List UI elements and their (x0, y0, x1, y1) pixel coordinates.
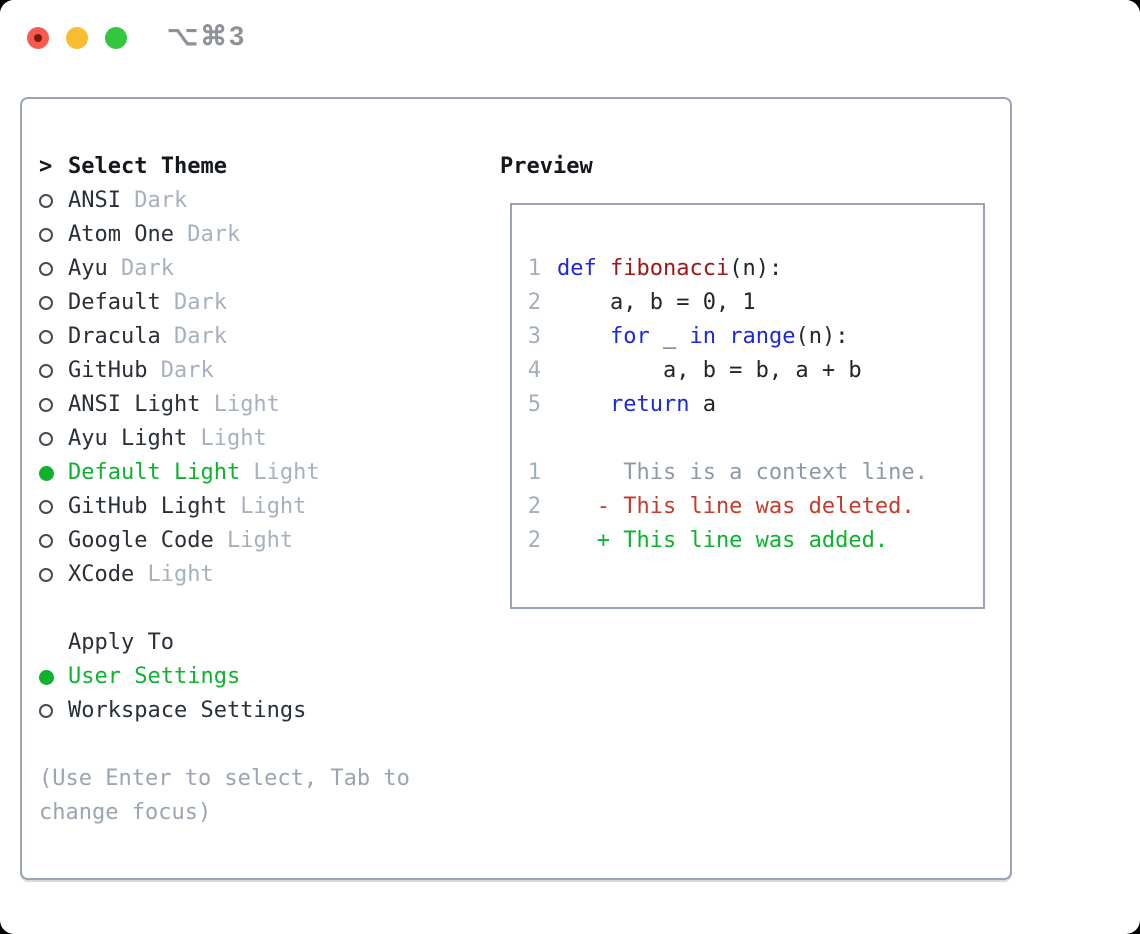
theme-option[interactable]: ANSI Dark (39, 184, 489, 218)
radio-icon (39, 465, 68, 481)
theme-option[interactable]: GitHub Dark (39, 354, 489, 388)
radio-icon (39, 228, 68, 242)
theme-variant: Light (134, 562, 214, 587)
theme-option[interactable]: Google Code Light (39, 524, 489, 558)
theme-option[interactable]: Default Dark (39, 286, 489, 320)
diff-line-added: 2 + This line was added. (512, 524, 983, 558)
theme-name: XCode (68, 562, 135, 587)
window-titlebar: ⌥⌘3 (0, 0, 1140, 76)
theme-variant: Light (200, 392, 280, 417)
apply-option-label: User Settings (68, 664, 241, 689)
theme-option[interactable]: Default Light Light (39, 456, 489, 490)
theme-option[interactable]: Atom One Dark (39, 218, 489, 252)
cursor-icon: > (39, 154, 53, 179)
spacer (39, 728, 489, 762)
preview-header: Preview (500, 150, 593, 184)
preview-title: Preview (500, 154, 593, 179)
theme-variant: Dark (160, 324, 227, 349)
diff-line-deleted: 2 - This line was deleted. (512, 490, 983, 524)
theme-name: GitHub (68, 358, 148, 383)
theme-name: Ayu (68, 256, 108, 281)
theme-name: ANSI Light (68, 392, 201, 417)
apply-option[interactable]: Workspace Settings (39, 694, 489, 728)
minimize-button[interactable] (66, 27, 88, 49)
code-line: 2 a, b = 0, 1 (512, 286, 983, 320)
radio-icon (39, 364, 68, 378)
theme-variant: Dark (107, 256, 174, 281)
theme-variant: Light (226, 494, 307, 519)
radio-icon (39, 262, 68, 276)
theme-variant: Dark (120, 188, 188, 213)
theme-variant: Dark (160, 290, 227, 315)
theme-variant: Light (213, 528, 294, 553)
theme-name: Dracula (68, 324, 161, 349)
spacer (39, 592, 489, 626)
theme-option[interactable]: Dracula Dark (39, 320, 489, 354)
line-number: 1 (527, 460, 541, 485)
line-number: 4 (527, 358, 541, 383)
radio-icon (39, 669, 68, 685)
select-theme-header: > Select Theme (39, 150, 489, 184)
theme-name: Default (68, 290, 161, 315)
theme-name: Default Light (68, 460, 241, 485)
apply-option-label: Workspace Settings (68, 698, 307, 723)
theme-option[interactable]: ANSI Light Light (39, 388, 489, 422)
theme-name: Atom One (68, 222, 174, 247)
apply-to-header: Apply To (39, 626, 489, 660)
apply-option[interactable]: User Settings (39, 660, 489, 694)
theme-name: Ayu Light (68, 426, 188, 451)
theme-variant: Dark (147, 358, 214, 383)
line-number: 2 (527, 494, 541, 519)
apply-to-title: Apply To (68, 630, 174, 655)
line-number: 2 (527, 290, 541, 315)
code-line: 3 for _ in range(n): (512, 320, 983, 354)
radio-icon (39, 534, 68, 548)
radio-icon (39, 500, 68, 514)
radio-icon (39, 398, 68, 412)
theme-option[interactable]: Ayu Light Light (39, 422, 489, 456)
radio-icon (39, 432, 68, 446)
radio-icon (39, 330, 68, 344)
preview-column: Preview (500, 150, 593, 184)
theme-option[interactable]: Ayu Dark (39, 252, 489, 286)
help-text-line-1: (Use Enter to select, Tab to (39, 766, 410, 791)
line-number: 3 (527, 324, 541, 349)
select-theme-title: Select Theme (68, 154, 227, 179)
window-shortcut-label: ⌥⌘3 (167, 21, 247, 51)
radio-icon (39, 704, 68, 718)
close-button[interactable] (27, 27, 49, 49)
theme-name: GitHub Light (68, 494, 227, 519)
code-line: 5 return a (512, 388, 983, 422)
line-number: 2 (527, 528, 541, 553)
theme-option[interactable]: GitHub Light Light (39, 490, 489, 524)
zoom-button[interactable] (105, 27, 127, 49)
radio-icon (39, 194, 68, 208)
theme-variant: Light (240, 460, 320, 485)
help-text-line-2: change focus) (39, 800, 212, 825)
line-number: 1 (527, 256, 541, 281)
code-line: 4 a, b = b, a + b (512, 354, 983, 388)
line-number: 5 (527, 392, 541, 417)
radio-icon (39, 296, 68, 310)
theme-name: ANSI (68, 188, 121, 213)
theme-option[interactable]: XCode Light (39, 558, 489, 592)
theme-variant: Light (187, 426, 267, 451)
diff-preview: 1 This is a context line.2 - This line w… (512, 456, 983, 558)
radio-icon (39, 568, 68, 582)
diff-line-context: 1 This is a context line. (512, 456, 983, 490)
theme-name: Google Code (68, 528, 214, 553)
theme-variant: Dark (173, 222, 241, 247)
